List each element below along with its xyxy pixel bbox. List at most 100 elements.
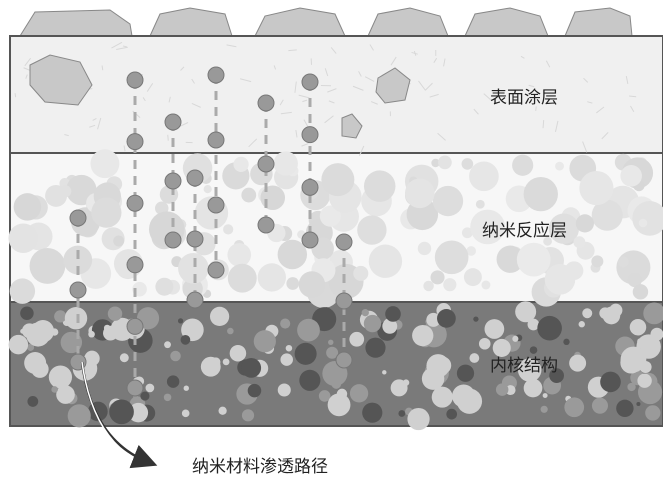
core-particle bbox=[582, 308, 592, 318]
core-particle bbox=[31, 360, 48, 377]
core-particle bbox=[22, 323, 37, 338]
core-particle bbox=[109, 399, 134, 424]
core-particle bbox=[178, 318, 183, 323]
reaction-particle bbox=[278, 240, 307, 269]
core-particle bbox=[563, 339, 569, 345]
reaction-particle bbox=[223, 224, 233, 234]
penetration-particle bbox=[302, 127, 318, 143]
reaction-particle bbox=[113, 235, 124, 246]
top-stone bbox=[255, 8, 345, 36]
core-particle bbox=[254, 330, 276, 352]
core-particle bbox=[164, 341, 171, 348]
core-particle bbox=[167, 375, 179, 387]
core-particle bbox=[637, 374, 651, 388]
reaction-particle bbox=[555, 162, 564, 171]
reaction-particle bbox=[418, 242, 431, 255]
core-particle bbox=[564, 397, 584, 417]
core-particle bbox=[27, 396, 38, 407]
core-particle bbox=[56, 385, 75, 404]
reaction-particle bbox=[433, 186, 463, 216]
core-particle bbox=[242, 409, 254, 421]
penetration-particle bbox=[302, 74, 318, 90]
core-particle bbox=[295, 343, 317, 365]
reaction-particle bbox=[435, 241, 469, 275]
core-particle bbox=[530, 346, 538, 354]
core-particle bbox=[120, 353, 129, 362]
penetration-particle bbox=[127, 72, 143, 88]
core-particle bbox=[630, 319, 647, 336]
reaction-particle bbox=[443, 278, 456, 291]
core-particle bbox=[620, 352, 641, 373]
caption-text: 纳米材料渗透路径 bbox=[192, 457, 328, 477]
penetration-particle bbox=[127, 257, 143, 273]
penetration-particle bbox=[165, 232, 181, 248]
core-particle bbox=[218, 407, 226, 415]
reaction-particle bbox=[591, 255, 603, 267]
core-particle bbox=[636, 402, 640, 406]
penetration-particle bbox=[336, 234, 352, 250]
penetration-particle bbox=[165, 173, 181, 189]
core-particle bbox=[638, 344, 643, 349]
reaction-particle bbox=[204, 185, 212, 193]
core-particle bbox=[349, 332, 364, 347]
penetration-particle bbox=[208, 132, 224, 148]
reaction-particle bbox=[353, 266, 368, 281]
core-particle bbox=[230, 345, 247, 362]
penetration-particle bbox=[336, 352, 352, 368]
reaction-particle bbox=[299, 271, 325, 297]
surface-coating-layer bbox=[10, 36, 663, 153]
reaction-particle bbox=[10, 278, 35, 303]
reaction-particle bbox=[260, 185, 285, 210]
reaction-particle bbox=[423, 281, 434, 292]
reaction-particle bbox=[633, 284, 648, 299]
core-particle bbox=[524, 379, 543, 398]
core-particle bbox=[286, 345, 293, 352]
reaction-particle bbox=[233, 157, 248, 172]
surface-fibre bbox=[168, 135, 169, 141]
penetration-particle bbox=[258, 217, 274, 233]
reaction-particle bbox=[517, 243, 551, 277]
reaction-particle bbox=[464, 268, 482, 286]
penetration-particle bbox=[127, 195, 143, 211]
reaction-particle bbox=[274, 151, 298, 175]
core-particle bbox=[469, 353, 479, 363]
core-particle bbox=[54, 310, 66, 322]
core-particle bbox=[616, 400, 633, 417]
core-particle bbox=[210, 307, 229, 326]
core-particle bbox=[627, 383, 635, 391]
core-particle bbox=[569, 355, 586, 372]
penetration-particle bbox=[258, 95, 274, 111]
top-stone bbox=[565, 8, 632, 36]
core-particle bbox=[241, 358, 261, 378]
core-particle bbox=[446, 409, 457, 420]
reaction-particle bbox=[620, 165, 642, 187]
core-particle bbox=[278, 383, 291, 396]
reaction-particle bbox=[469, 162, 499, 192]
core-particle bbox=[280, 319, 290, 329]
reaction-particle bbox=[481, 281, 490, 290]
reaction-particle bbox=[618, 256, 629, 267]
reaction-particle bbox=[357, 215, 386, 244]
reaction-particle bbox=[8, 223, 38, 253]
core-particle bbox=[164, 394, 172, 402]
surface-fibre bbox=[543, 120, 544, 128]
core-particle bbox=[537, 316, 562, 341]
core-particle bbox=[362, 403, 382, 423]
reaction-particle bbox=[90, 149, 119, 178]
core-particle bbox=[403, 379, 409, 385]
top-stone bbox=[465, 8, 548, 36]
core-particle bbox=[412, 325, 433, 346]
core-particle bbox=[541, 406, 548, 413]
penetration-particle bbox=[127, 318, 143, 334]
core-particle bbox=[201, 357, 221, 377]
core-particle bbox=[457, 365, 474, 382]
reaction-particle bbox=[286, 277, 299, 290]
core-particle bbox=[331, 379, 341, 389]
core-particle bbox=[328, 340, 333, 345]
surface-fibre bbox=[15, 93, 16, 97]
top-stone bbox=[20, 10, 132, 36]
core-particle bbox=[319, 390, 331, 402]
top-stone bbox=[368, 8, 448, 36]
reaction-particle bbox=[155, 278, 173, 296]
